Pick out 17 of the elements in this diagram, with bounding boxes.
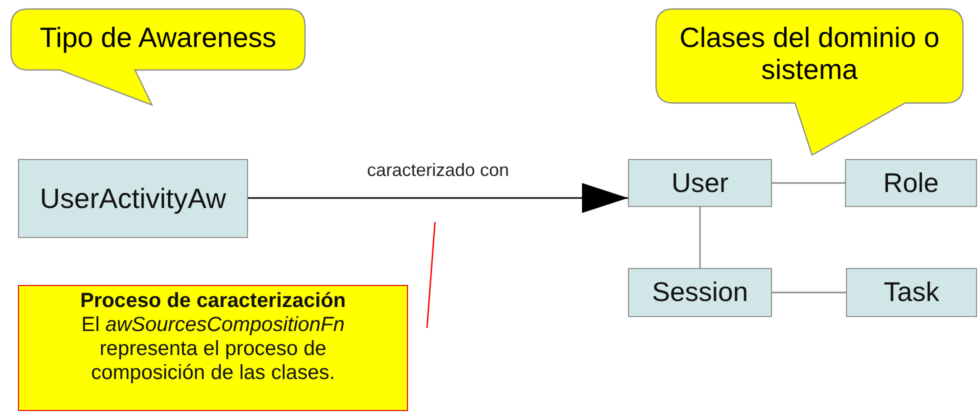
- callout-text: Tipo de Awareness: [38, 22, 278, 54]
- leader-line: [426, 222, 436, 328]
- note-text: El awSourcesCompositionFn representa el proceso de composición de las clases.: [80, 313, 346, 385]
- arrow: [248, 183, 628, 213]
- connector-line: [772, 292, 846, 294]
- callout-text: Clases del dominio o sistema: [678, 22, 940, 86]
- class-box: Task: [846, 268, 977, 317]
- class-box: Session: [628, 268, 772, 317]
- connector-line: [699, 207, 701, 268]
- note-box: [18, 285, 408, 411]
- class-box: Role: [845, 159, 977, 207]
- connector-line: [772, 182, 845, 184]
- class-box: User: [628, 159, 772, 207]
- speech-callout: [655, 8, 964, 156]
- speech-callout: [10, 8, 306, 108]
- note-heading: Proceso de caracterización: [79, 289, 347, 313]
- class-box: UserActivityAw: [18, 159, 248, 238]
